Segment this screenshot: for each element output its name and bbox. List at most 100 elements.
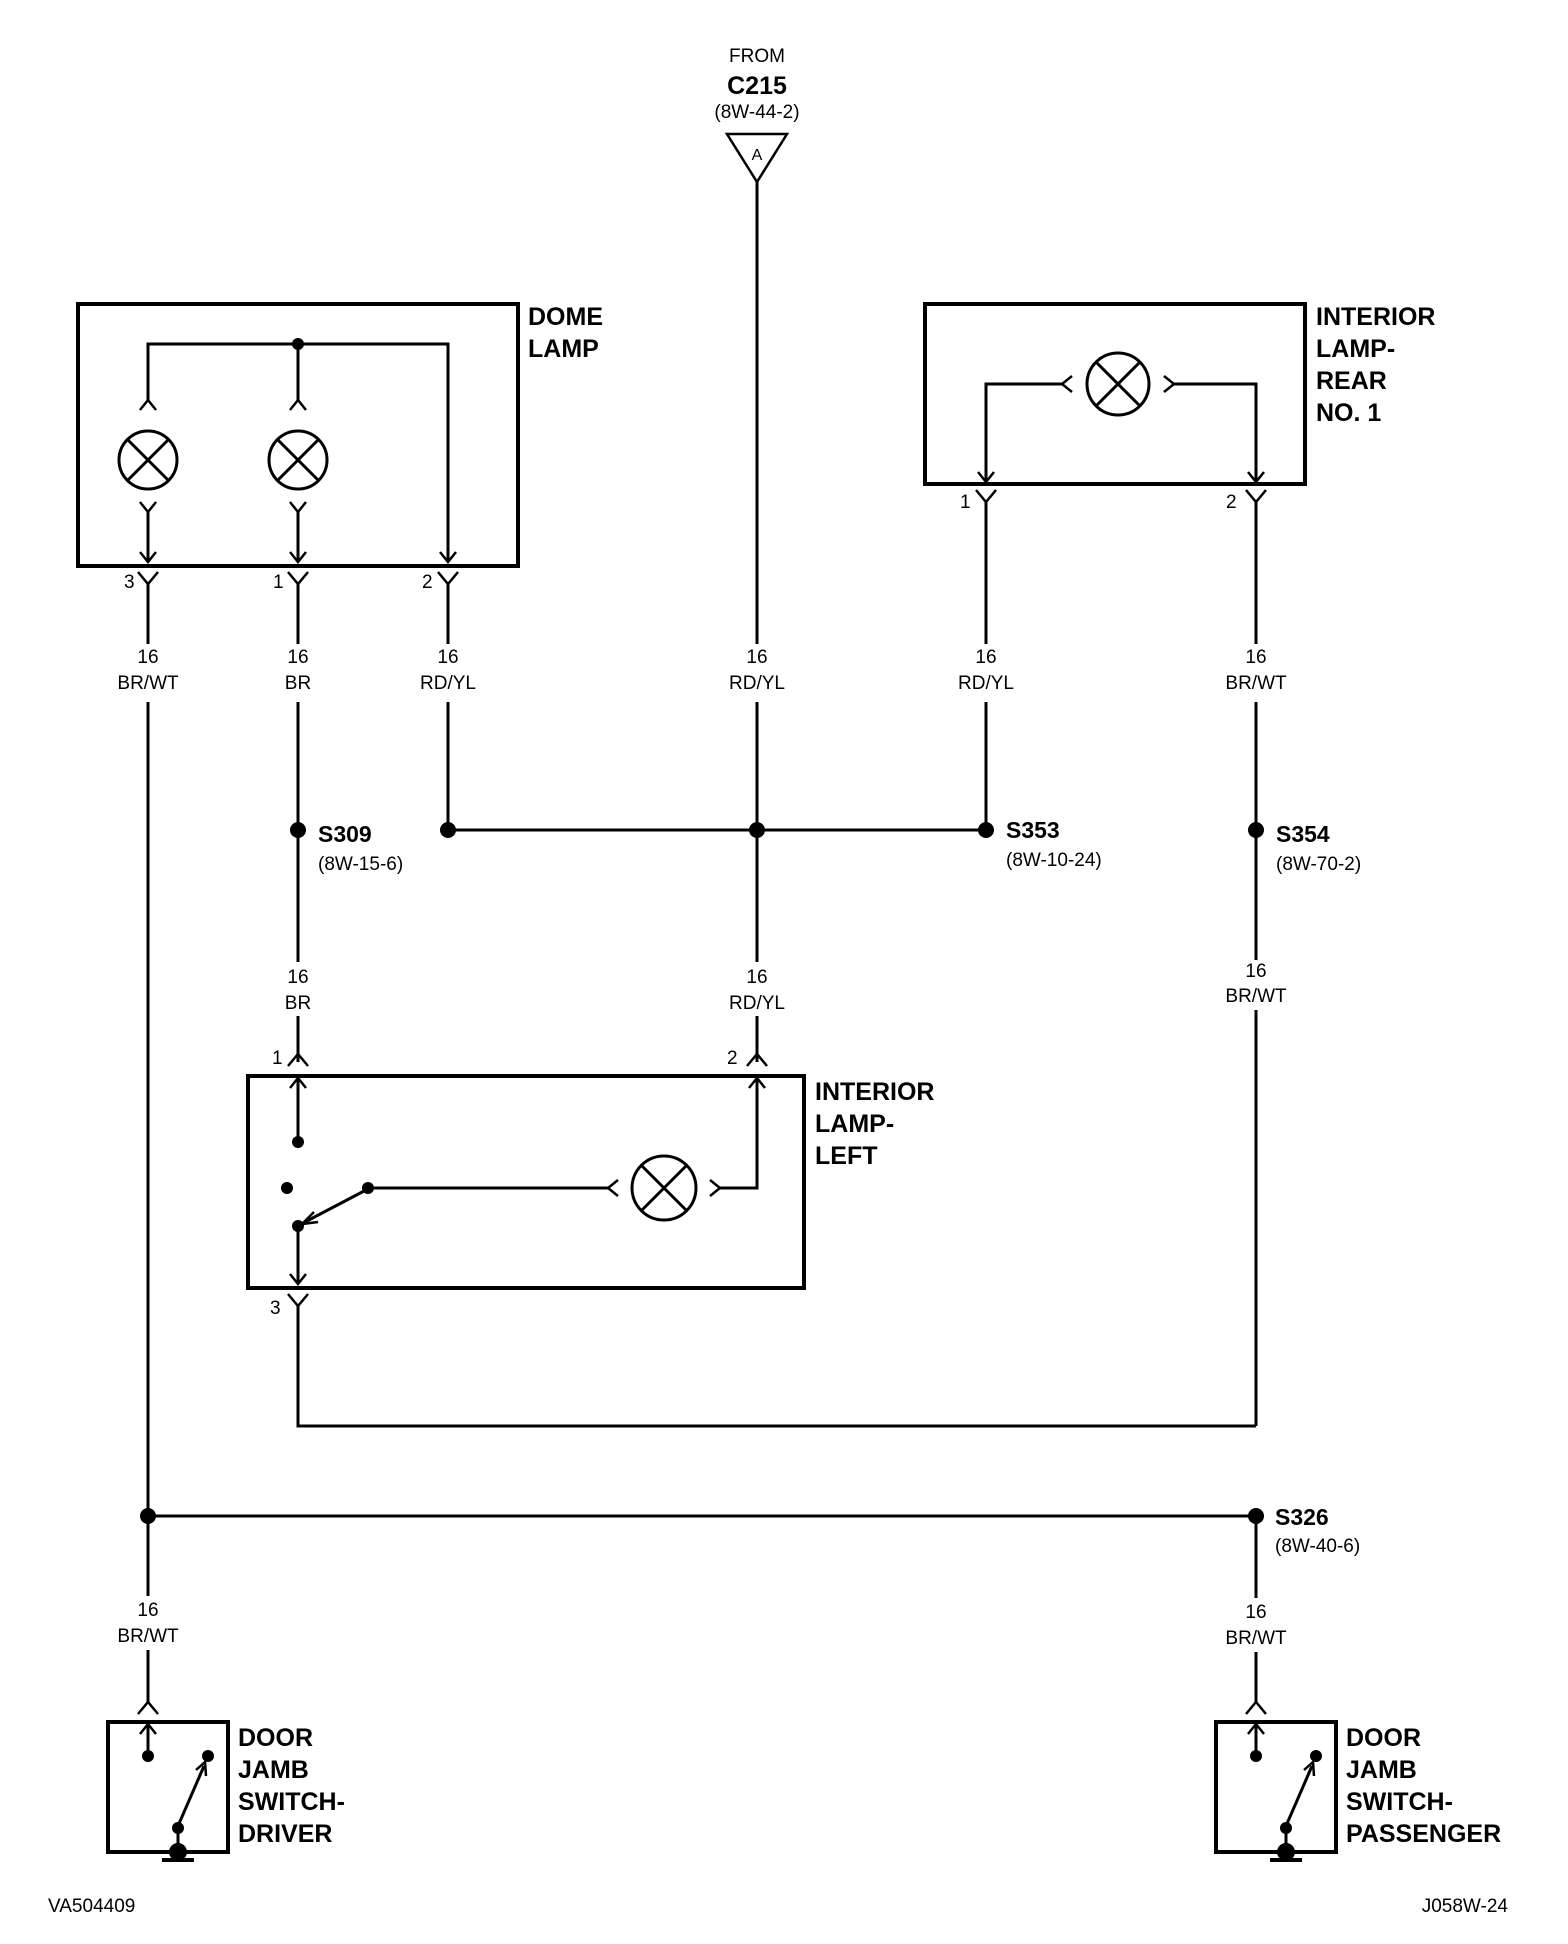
driver-switch-label-line1: DOOR — [238, 1724, 313, 1752]
dome-lamp-label-line1: DOME — [528, 303, 603, 331]
splice-dot — [440, 822, 456, 838]
switch-arm — [176, 1765, 206, 1827]
left-lamp-label-line2: LAMP- — [815, 1110, 894, 1138]
left-pin-1: 1 — [272, 1048, 283, 1069]
rear-lamp-label-line2: LAMP- — [1316, 335, 1395, 363]
wire-color: BR/WT — [117, 673, 179, 694]
connector-fork-icon — [437, 571, 459, 586]
interior-lamp-rear: INTERIOR LAMP- REAR NO. 1 1 2 — [923, 302, 1435, 513]
dome-lamp-label-line2: LAMP — [528, 335, 599, 363]
dome-lamp-box — [76, 302, 520, 568]
driver-switch-label-line2: JAMB — [238, 1756, 309, 1784]
dome-pin-2: 2 — [422, 572, 433, 593]
arrow-down-icon — [977, 471, 995, 485]
bulb-icon-cross — [1095, 361, 1141, 407]
passenger-switch-label-line4: PASSENGER — [1346, 1820, 1501, 1848]
splice-s326-ref: (8W-40-6) — [1275, 1536, 1360, 1557]
passenger-switch-label-line2: JAMB — [1346, 1756, 1417, 1784]
arrow-down-icon — [289, 551, 307, 565]
rear-lamp-box — [923, 302, 1307, 486]
arrow-down-icon — [439, 551, 457, 565]
rear-lamp-label-line3: REAR — [1316, 367, 1387, 395]
wire-color: BR/WT — [117, 1626, 179, 1647]
chevron-up-icon — [139, 397, 157, 411]
switch-contact-dot — [142, 1750, 154, 1762]
wire-color: BR/WT — [1225, 986, 1287, 1007]
wire-gauge: 16 — [1245, 1602, 1266, 1623]
door-jamb-switch-driver: DOOR JAMB SWITCH- DRIVER — [106, 1700, 345, 1862]
connector-fork-icon — [975, 489, 997, 504]
chevron-right-icon — [1163, 375, 1177, 393]
interior-lamp-left: 1 2 INTERIOR LAMP- LEFT 3 — [246, 1048, 934, 1319]
switch-contact-dot — [292, 1136, 304, 1148]
wire-gauge: 16 — [746, 647, 767, 668]
arrow-down-icon — [139, 551, 157, 565]
wire-gauge: 16 — [137, 647, 158, 668]
splice-s353-ref: (8W-10-24) — [1006, 850, 1102, 871]
left-internal-wire — [720, 1078, 759, 1190]
source-pin-label: A — [752, 147, 763, 164]
splice-s326-id: S326 — [1275, 1504, 1329, 1530]
connector-fork-icon — [1245, 489, 1267, 504]
chevron-left-icon — [605, 1179, 619, 1197]
switch-contact-dot — [281, 1182, 293, 1194]
switch-arrow-icon — [298, 1211, 319, 1226]
connector-fork-icon — [287, 571, 309, 586]
splice-s353-id: S353 — [1006, 817, 1060, 843]
chevron-down-icon — [139, 501, 157, 515]
splice-s309-id: S309 — [318, 821, 372, 847]
arrow-down-icon — [289, 1273, 307, 1287]
connector-fork-icon — [287, 1293, 309, 1308]
door-jamb-switch-passenger: DOOR JAMB SWITCH- PASSENGER — [1214, 1700, 1501, 1862]
splice-s354-ref: (8W-70-2) — [1276, 854, 1361, 875]
wire-left3-loop — [296, 1306, 1256, 1428]
dome-internal-junction — [292, 338, 304, 350]
source-ref-label: (8W-44-2) — [714, 102, 799, 123]
source-pin-triangle — [724, 132, 790, 185]
wire-gauge: 16 — [1245, 961, 1266, 982]
rear-internal-wire — [1174, 382, 1258, 482]
wire-gauge: 16 — [137, 1600, 158, 1621]
switch-contact-dot — [202, 1750, 214, 1762]
driver-switch-label-line4: DRIVER — [238, 1820, 332, 1848]
connector-fork-icon — [137, 571, 159, 586]
driver-switch-box — [106, 1720, 230, 1854]
rear-pin-1: 1 — [960, 492, 971, 513]
footer-left-code: VA504409 — [48, 1896, 135, 1917]
wire-color: BR/WT — [1225, 1628, 1287, 1649]
switch-contact-dot — [1310, 1750, 1322, 1762]
rear-pin-2: 2 — [1226, 492, 1237, 513]
switch-arrow-icon — [195, 1759, 208, 1777]
chevron-left-icon — [1059, 375, 1073, 393]
arrow-down-icon — [1247, 471, 1265, 485]
passenger-switch-label-line3: SWITCH- — [1346, 1788, 1453, 1816]
switch-arm — [304, 1188, 367, 1224]
wire-gauge: 16 — [975, 647, 996, 668]
dome-pin-1: 1 — [273, 572, 284, 593]
connector-fork-icon — [1245, 1700, 1267, 1715]
wire-gauge: 16 — [746, 967, 767, 988]
chevron-right-icon — [709, 1179, 723, 1197]
rear-lamp-label-line4: NO. 1 — [1316, 399, 1381, 427]
switch-contact-dot — [1250, 1750, 1262, 1762]
chevron-down-icon — [289, 501, 307, 515]
left-lamp-label-line1: INTERIOR — [815, 1078, 934, 1106]
wire-gauge: 16 — [287, 967, 308, 988]
wire-color: BR/WT — [1225, 673, 1287, 694]
dome-pin-3: 3 — [124, 572, 135, 593]
switch-arrow-icon — [1303, 1759, 1316, 1777]
connector-fork-icon — [287, 1052, 309, 1067]
source-connector-label: C215 — [727, 72, 787, 100]
dome-lamp: DOME LAMP 3 1 2 — [76, 302, 603, 593]
connector-fork-icon — [137, 1700, 159, 1715]
arrow-up-icon — [1247, 1721, 1265, 1735]
wire-gauge: 16 — [287, 647, 308, 668]
left-pin-3: 3 — [270, 1298, 281, 1319]
splice-s354-id: S354 — [1276, 821, 1330, 847]
bulb-icon-cross — [126, 438, 170, 482]
wire-gauge: 16 — [437, 647, 458, 668]
arrow-up-icon — [289, 1075, 307, 1089]
source-c215: FROM C215 (8W-44-2) A — [714, 46, 800, 185]
wire-color: BR — [285, 993, 311, 1014]
passenger-switch-label-line1: DOOR — [1346, 1724, 1421, 1752]
